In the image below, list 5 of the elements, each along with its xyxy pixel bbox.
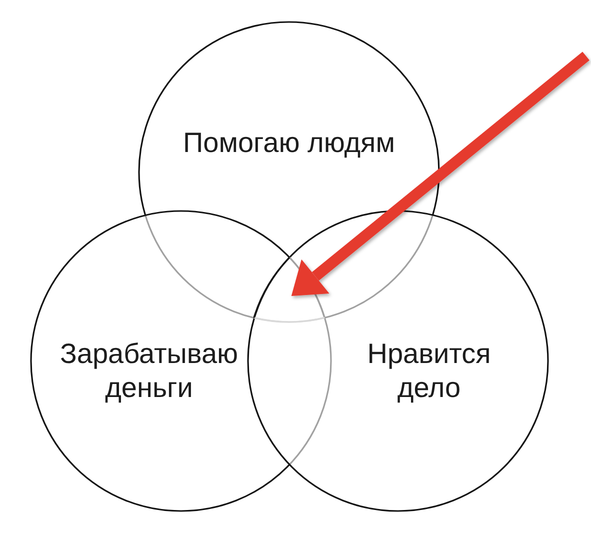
venn-circle (247, 210, 549, 512)
circle-label: Зарабатываю деньги (58, 337, 240, 405)
circle-label: Помогаю людям (182, 126, 396, 160)
circle-label: Нравится дело (366, 337, 492, 405)
pointer-arrow (291, 52, 590, 296)
